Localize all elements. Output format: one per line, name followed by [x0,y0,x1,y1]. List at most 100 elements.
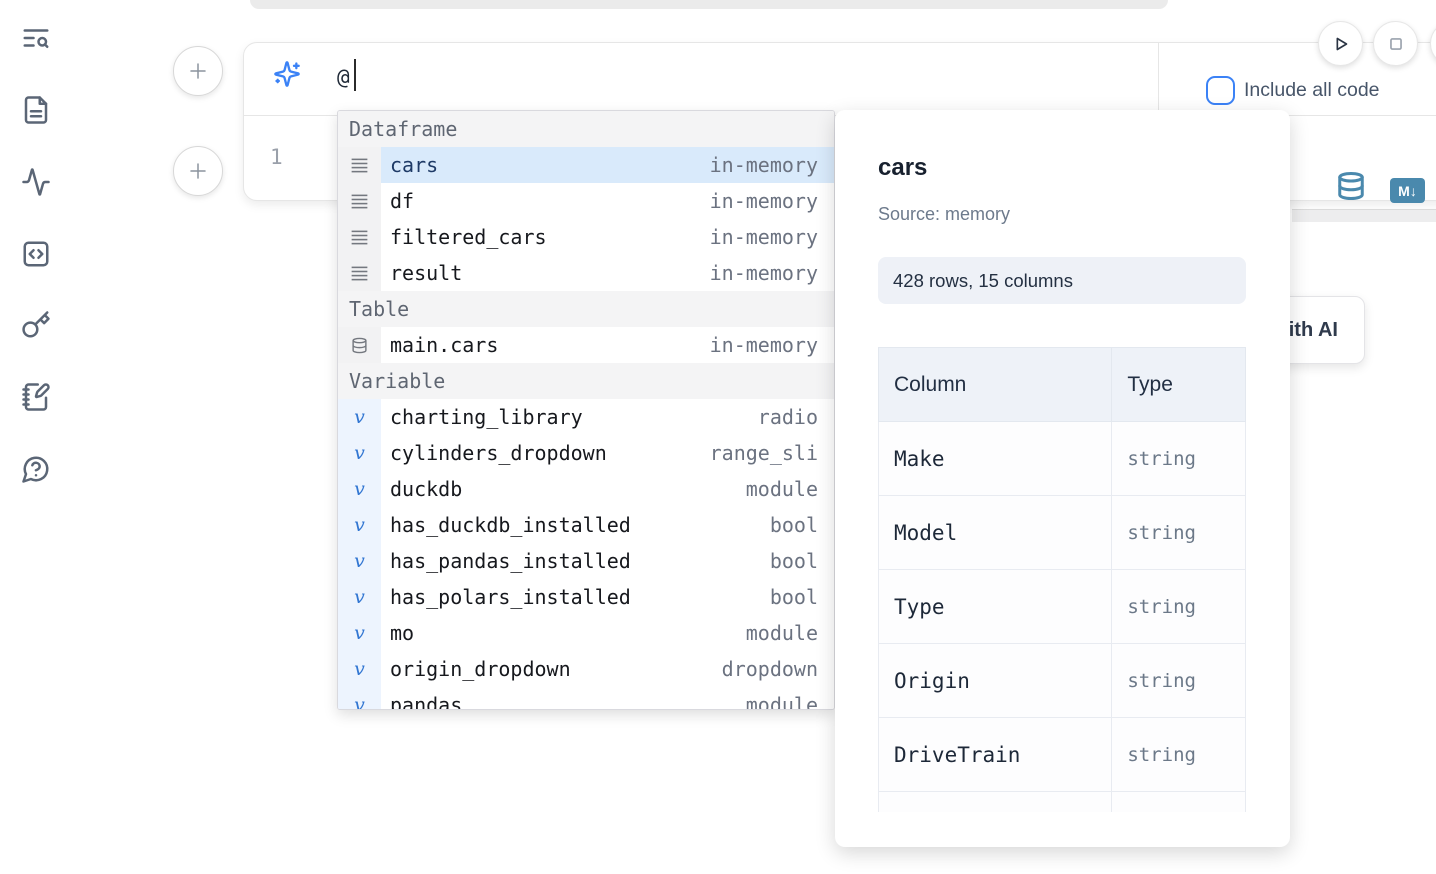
table-row [878,791,1246,812]
run-cell-button[interactable] [1318,21,1363,66]
shape-badge: 428 rows, 15 columns [878,257,1246,304]
autocomplete-section-header: Variable [338,363,834,399]
completion-name: origin_dropdown [390,657,571,681]
column-type-cell: string [1111,717,1246,792]
completion-name: charting_library [390,405,583,429]
autocomplete-item[interactable]: cars in-memory [338,147,834,183]
stop-cell-button[interactable] [1373,21,1418,66]
preview-source: Source: memory [878,204,1011,224]
add-cell-above-button[interactable] [173,46,223,96]
variable-icon: v [338,651,381,687]
rows-icon [338,219,381,255]
autocomplete-item[interactable]: v has_pandas_installed bool [338,543,834,579]
stop-icon [1389,37,1402,50]
column-type-cell [1111,791,1246,812]
rows-icon [338,183,381,219]
completion-detail: in-memory [709,333,818,357]
completion-name: has_polars_installed [390,585,631,609]
previous-cell-edge [250,0,1168,9]
completion-name: main.cars [390,333,499,357]
square-code-icon[interactable] [20,238,52,270]
column-name-cell [878,791,1113,812]
completion-detail: radio [757,405,818,429]
column-name-cell: Origin [878,643,1113,718]
ai-prompt-input[interactable]: @ [337,65,350,89]
completion-name: has_pandas_installed [390,549,631,573]
ai-prompt-row[interactable]: @ Include all code [244,43,1436,116]
completion-detail: module [745,621,818,645]
completion-detail: in-memory [709,153,818,177]
text-search-icon[interactable] [20,22,52,54]
completion-name: df [390,189,415,213]
completion-detail: range_sli [709,441,818,465]
preview-title: cars [878,154,928,181]
completion-detail: in-memory [709,225,818,249]
key-icon[interactable] [20,309,52,341]
rows-icon [338,147,381,183]
variable-icon: v [338,471,381,507]
database-icon[interactable] [1336,171,1366,205]
variable-icon: v [338,507,381,543]
completion-detail: in-memory [709,189,818,213]
column-name-cell: DriveTrain [878,717,1113,792]
completion-name: cylinders_dropdown [390,441,607,465]
autocomplete-section-header: Dataframe [338,111,834,147]
column-name-cell: Make [878,421,1113,496]
line-number: 1 [270,145,283,169]
autocomplete-item[interactable]: v charting_library radio [338,399,834,435]
column-type-cell: string [1111,643,1246,718]
activity-icon[interactable] [20,166,52,198]
file-text-icon[interactable] [20,94,52,126]
play-icon [1336,37,1347,50]
column-name-cell: Type [878,569,1113,644]
completion-name: filtered_cars [390,225,547,249]
completion-name: cars [390,153,439,177]
autocomplete-item[interactable]: main.cars in-memory [338,327,834,363]
autocomplete-section-header: Table [338,291,834,327]
help-chat-icon[interactable] [20,453,52,485]
dataframe-preview-panel: cars Source: memory 428 rows, 15 columns… [835,110,1290,847]
variable-icon: v [338,543,381,579]
variable-icon: v [338,579,381,615]
completion-detail: module [745,477,818,501]
column-type-cell: string [1111,421,1246,496]
autocomplete-item[interactable]: df in-memory [338,183,834,219]
completion-name: pandas [390,693,463,710]
markdown-icon[interactable]: M↓ [1390,178,1425,203]
variable-icon: v [338,399,381,435]
text-cursor [354,59,356,91]
column-type-cell: string [1111,495,1246,570]
cell-output-strip [1292,209,1436,222]
variable-icon: v [338,615,381,651]
autocomplete-item[interactable]: filtered_cars in-memory [338,219,834,255]
rows-icon [338,255,381,291]
completion-detail: module [745,693,818,710]
sparkles-icon [273,60,301,88]
database-icon [338,327,381,363]
completion-detail: bool [769,549,818,573]
add-cell-below-button[interactable] [173,146,223,196]
column-type-cell: string [1111,569,1246,644]
schema-type-header: Type [1111,347,1246,422]
code-editor[interactable]: 1 M↓ [244,117,1436,203]
completion-detail: bool [769,513,818,537]
include-all-code-checkbox[interactable] [1206,76,1235,105]
notebook-pen-icon[interactable] [20,381,52,413]
completion-name: mo [390,621,415,645]
schema-col-header: Column [878,347,1113,422]
